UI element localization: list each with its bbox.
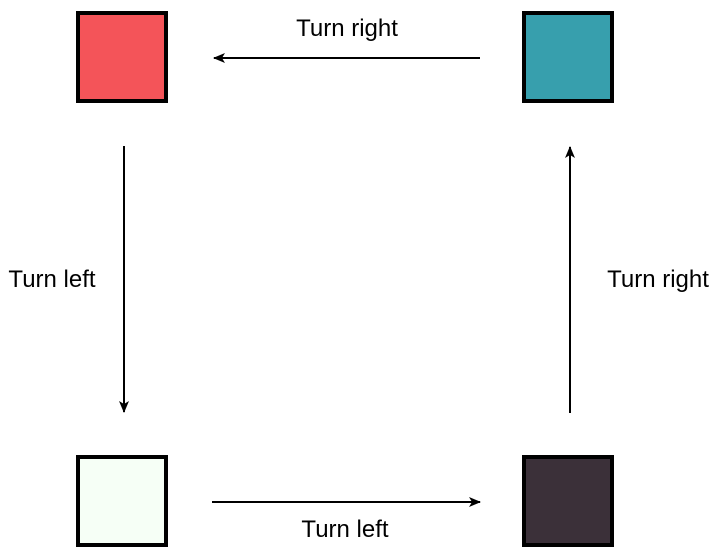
edge-label-right: Turn right [607,266,709,293]
node-top-left-square [76,11,168,103]
edge-label-bottom: Turn left [301,516,388,543]
edge-label-top: Turn right [296,15,398,42]
node-bottom-left-square [76,455,168,547]
node-bottom-right-square [522,455,614,547]
node-top-right-square [522,11,614,103]
edge-label-left: Turn left [8,266,95,293]
